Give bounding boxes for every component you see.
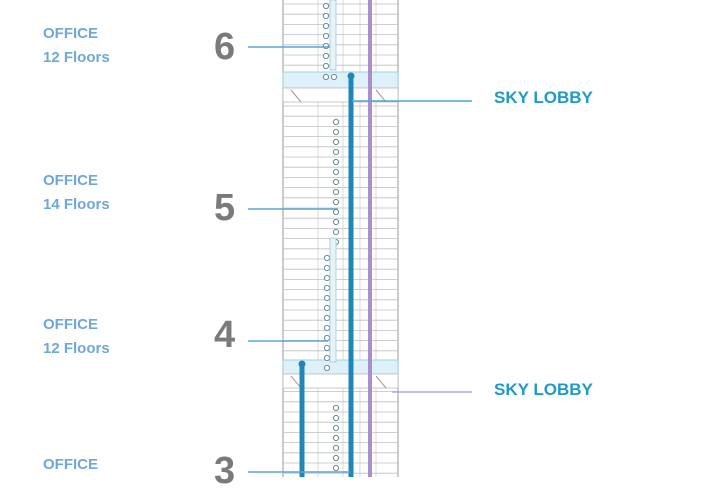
zone-6-floors: 12 Floors [43, 49, 110, 66]
zone-4-floors: 12 Floors [43, 340, 110, 357]
elevator-stop [332, 464, 340, 472]
tower-section [248, 0, 472, 477]
elevator-stop [332, 404, 340, 412]
zone-4-label: OFFICE 12 Floors [43, 313, 110, 361]
brace-right [375, 375, 387, 389]
elevator-stops [298, 2, 355, 472]
elevator-stop [332, 424, 340, 432]
structural-braces [290, 89, 387, 389]
zone-5-label: OFFICE 14 Floors [43, 169, 110, 217]
elevator-stop [332, 444, 340, 452]
elevator-stop [323, 274, 331, 282]
elevator-stop [332, 158, 340, 166]
sky-lobby-band [282, 71, 399, 89]
zone-3-number: 3 [214, 450, 236, 492]
elevator-stop [332, 118, 340, 126]
elevator-stop [332, 434, 340, 442]
leader-lines [248, 46, 472, 473]
brace-left [290, 375, 302, 389]
elevator-stop [332, 218, 340, 226]
elevator-stop [332, 208, 340, 216]
zone-4-use: OFFICE [43, 316, 98, 333]
elevator-stop [322, 73, 330, 81]
elevator-stop [332, 178, 340, 186]
zone-3-use: OFFICE [43, 456, 98, 473]
elevator-stop [323, 264, 331, 272]
elevator-stop [332, 188, 340, 196]
elevator-stop [323, 334, 331, 342]
elevator-stop [332, 414, 340, 422]
elevator-stop [322, 52, 330, 60]
brace-right [375, 89, 387, 103]
elevator-stop [322, 12, 330, 20]
elevator-stop [322, 42, 330, 50]
elevator-stop [332, 148, 340, 156]
local-shaft-zone-6 [329, 0, 337, 71]
zone-5-number: 5 [214, 187, 236, 229]
elevator-stop [323, 304, 331, 312]
elevator-stop [332, 138, 340, 146]
elevator-stop [322, 62, 330, 70]
sky-lobby-upper-callout: SKY LOBBY [494, 88, 593, 107]
elevator-stop [323, 354, 331, 362]
elevator-stop [323, 344, 331, 352]
elevator-stop [332, 228, 340, 236]
elevator-stop [332, 454, 340, 462]
elevator-stop [323, 314, 331, 322]
zone-6-label: OFFICE 12 Floors [43, 22, 110, 70]
elevator-stop [323, 294, 331, 302]
elevator-stop [330, 73, 338, 81]
elevator-stop [323, 324, 331, 332]
brace-left [290, 89, 302, 103]
elevator-zoning-diagram: OFFICE 12 Floors 6 OFFICE 14 Floors 5 OF… [43, 0, 593, 490]
elevator-stop [332, 168, 340, 176]
elevator-shafts [299, 0, 372, 477]
zone-5-use: OFFICE [43, 172, 98, 189]
elevator-stop [322, 2, 330, 10]
elevator-stop [332, 128, 340, 136]
elevator-stop [323, 284, 331, 292]
zone-3-label: OFFICE [43, 453, 98, 477]
zone-4-number: 4 [214, 314, 236, 356]
local-shaft-zone-4 [329, 237, 337, 363]
elevator-stop [323, 364, 331, 372]
elevator-stop [322, 32, 330, 40]
elevator-stop [332, 198, 340, 206]
elevator-stop [322, 22, 330, 30]
zone-5-floors: 14 Floors [43, 196, 110, 213]
zone-6-use: OFFICE [43, 25, 98, 42]
sky-lobby-lower-callout: SKY LOBBY [494, 380, 593, 399]
zone-6-number: 6 [214, 26, 236, 68]
elevator-stop [323, 254, 331, 262]
